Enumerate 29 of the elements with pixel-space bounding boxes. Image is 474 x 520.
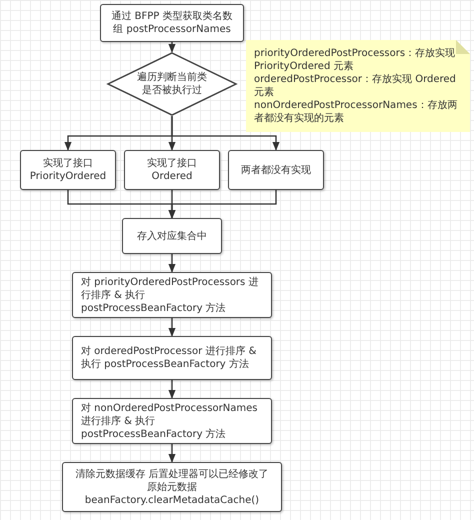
node-text: 存入对应集合中 [137, 230, 207, 242]
note-text: nonOrderedPostProcessorNames：存放两者都没有实现的元素 [254, 99, 458, 125]
process-box [228, 150, 324, 190]
node-text: 两者都没有实现 [241, 164, 311, 176]
node-text: 实现了接口 Ordered [146, 157, 198, 183]
process-box [20, 150, 116, 190]
arrow [168, 42, 176, 53]
process-box [72, 336, 272, 380]
decision-diamond [107, 52, 237, 116]
arrow [168, 318, 176, 337]
process-box [100, 4, 244, 42]
node-text: 清除元数据缓存 后置处理器可以已经修改了原始元数据 beanFactory.clearMetadataCache() [74, 468, 270, 506]
node-text: 对 nonOrderedPostProcessorNames 进行排序 & 执行 postProcessBeanFactory 方法 [81, 402, 258, 440]
arrow [168, 254, 176, 273]
process-box [122, 218, 222, 254]
sticky-note [246, 40, 470, 132]
process-box [62, 462, 282, 512]
process-box [124, 150, 220, 190]
node-text: 对 priorityOrderedPostProcessors 进行排序 & 执行 postProcessBeanFactory 方法 [81, 276, 260, 314]
arrow [168, 444, 176, 463]
arrow [168, 380, 176, 399]
node-text: 通过 BFPP 类型获取类名数组 postProcessorNames [110, 10, 234, 36]
process-box [72, 272, 272, 318]
process-box [72, 398, 272, 444]
node-text: 实现了接口 PriorityOrdered [29, 157, 107, 183]
node-text: 对 orderedPostProcessor 进行排序 & 执行 postProcessBeanFactory 方法 [81, 345, 258, 371]
arrow [171, 116, 280, 151]
node-text: 遍历判断当前类是否被执行过 [136, 71, 208, 97]
arrow [168, 190, 277, 219]
